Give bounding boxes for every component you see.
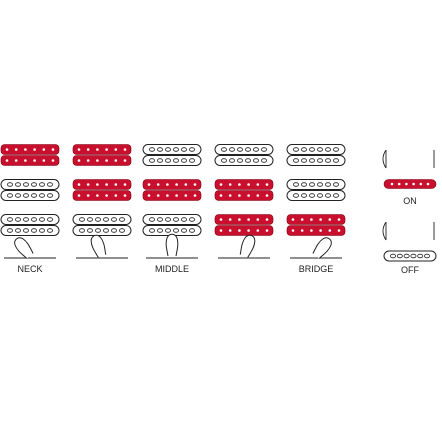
pickup-pos3-row3-inactive <box>142 214 202 236</box>
pickup-pos2-row3-inactive <box>72 214 132 236</box>
switch-lever-3 <box>165 233 179 257</box>
switch-lever-2 <box>90 234 107 258</box>
pickup-pos3-row1-coil-b <box>142 155 202 166</box>
pickup-pos4-row3-active <box>214 214 274 236</box>
pickup-pos5-row1-inactive <box>286 144 346 166</box>
legend-on-pickup <box>383 179 437 189</box>
pickup-pos1-row3-coil-b <box>0 225 60 236</box>
pickup-pos1-row3-coil-a <box>0 214 60 225</box>
pickup-pos5-row2-coil-b <box>286 190 346 201</box>
pickup-pos4-row1-coil-b <box>214 155 274 166</box>
pickup-pos4-row1-inactive <box>214 144 274 166</box>
pickup-pos4-row1-coil-a <box>214 144 274 155</box>
pickup-pos1-row1-active <box>0 144 60 166</box>
pickup-pos1-row3-inactive <box>0 214 60 236</box>
pickup-pos5-row2-inactive <box>286 179 346 201</box>
pickup-pos1-row2-coil-b <box>0 190 60 201</box>
legend-off-label: OFF <box>401 265 419 275</box>
switch-lever-1 <box>14 237 34 259</box>
pickup-pos5-row1-coil-a <box>286 144 346 155</box>
pickup-pos2-row3-coil-b <box>72 225 132 236</box>
legend-off-pickup <box>383 250 437 262</box>
label-position-5: BRIDGE <box>298 264 334 274</box>
pickup-pos3-row1-coil-a <box>142 144 202 155</box>
pickup-pos5-row1-coil-b <box>286 155 346 166</box>
pickup-pos3-row1-inactive <box>142 144 202 166</box>
pickup-pos2-row1-active <box>72 144 132 166</box>
legend-on-label: ON <box>403 196 417 206</box>
pickup-pos3-row3-coil-a <box>142 214 202 225</box>
switch-lever-4 <box>239 234 256 258</box>
pickup-pos3-row2-active <box>142 179 202 201</box>
pickup-pos5-row2-coil-a <box>286 179 346 190</box>
label-position-1: NECK <box>17 264 43 274</box>
legend-on-mark-left <box>382 149 387 169</box>
pickup-pos1-row2-coil-a <box>0 179 60 190</box>
pickup-pos5-row3-active <box>286 214 346 236</box>
pickup-pos4-row2-active <box>214 179 274 201</box>
pickup-pos2-row2-active <box>72 179 132 201</box>
switch-lever-5 <box>312 237 332 259</box>
pickup-pos2-row3-coil-a <box>72 214 132 225</box>
label-position-3: MIDDLE <box>154 264 190 274</box>
legend-off-mark-left <box>382 221 387 241</box>
pickup-pos1-row2-inactive <box>0 179 60 201</box>
